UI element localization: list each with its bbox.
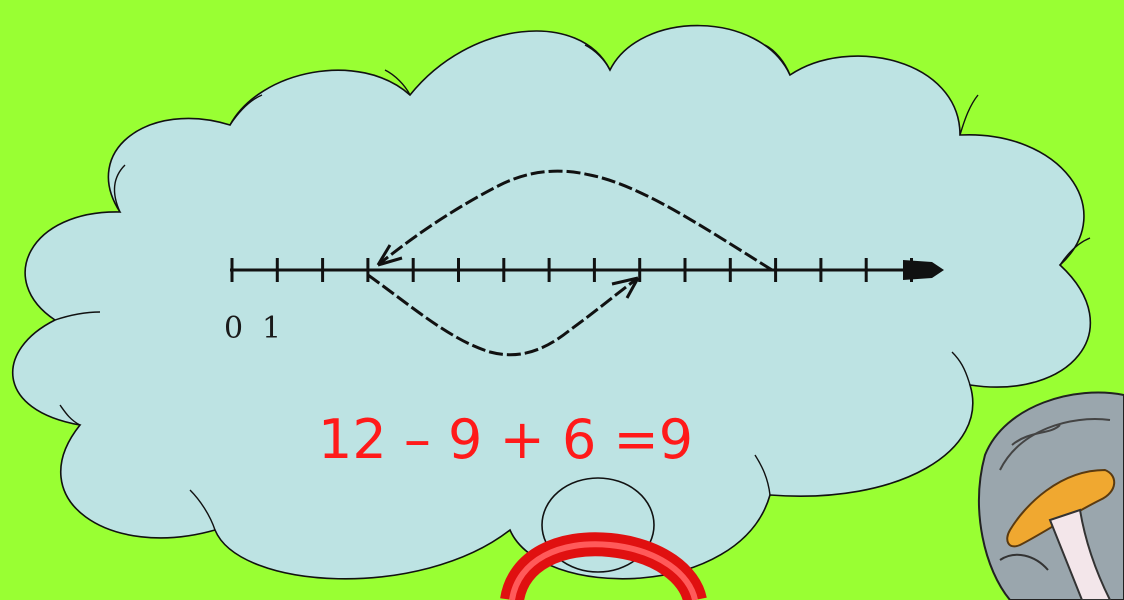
number-line-arrowhead [903, 260, 944, 280]
thought-cloud [11, 24, 1092, 580]
mushroom-picture [978, 391, 1124, 600]
jump-back-arrow [376, 169, 773, 272]
equation-text: 12 – 9 + 6 =9 [318, 408, 693, 471]
tick-label-0: 0 [224, 311, 243, 346]
tick-label-1: 1 [262, 311, 281, 346]
jump-forward-arrow [367, 273, 640, 357]
number-line: 0 1 [224, 258, 944, 346]
